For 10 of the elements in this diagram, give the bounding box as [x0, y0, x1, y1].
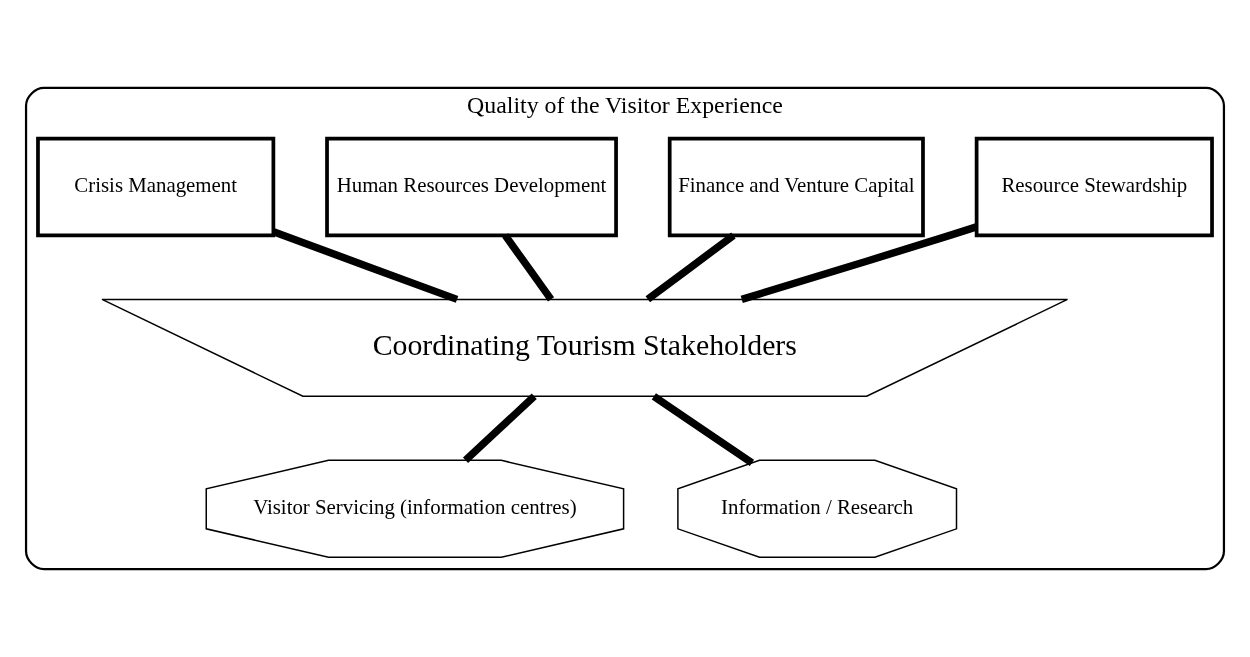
node-box: Finance and Venture Capital	[667, 136, 925, 238]
connector	[740, 223, 978, 303]
connector	[645, 232, 736, 303]
node-box: Human Resources Development	[325, 136, 618, 238]
node-box: Crisis Management	[36, 136, 276, 238]
connector	[502, 233, 555, 302]
node-box: Resource Stewardship	[974, 136, 1214, 238]
connector	[463, 393, 537, 463]
connector	[272, 228, 459, 303]
connector	[651, 393, 755, 467]
